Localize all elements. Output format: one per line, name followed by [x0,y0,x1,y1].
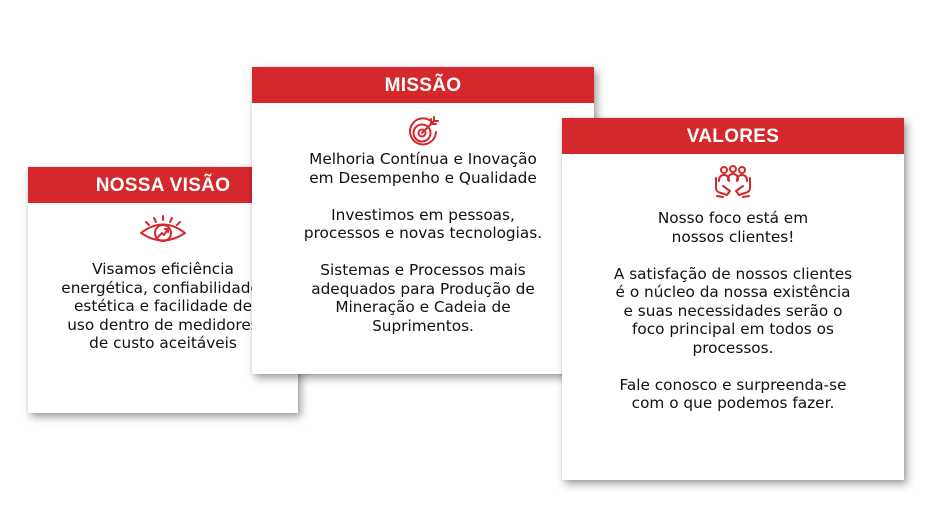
mission-paragraph: Investimos em pessoas, processos e novas… [303,205,543,243]
people-hands-icon [715,165,751,198]
vision-card-text: Visamos eficiência energética, confiabil… [28,260,298,353]
values-card-text: Nosso foco está em nossos clientes! A sa… [562,209,904,413]
values-card: VALORES Nosso foco está em nossos client… [562,118,904,480]
mission-card-text: Melhoria Contínua e Inovação em Desempen… [252,150,594,335]
vision-paragraph: Visamos eficiência energética, confiabil… [61,260,265,352]
values-paragraph: A satisfação de nossos clientes é o núcl… [613,264,853,357]
values-card-title: VALORES [562,118,904,154]
eye-growth-icon [140,215,186,242]
values-paragraph: Nosso foco está em nossos clientes! [657,209,809,246]
mission-card-title: MISSÃO [252,67,594,103]
target-icon [409,116,439,146]
mission-paragraph: Sistemas e Processos mais adequados para… [311,261,535,335]
mission-card: MISSÃO Melhoria Contínua e Inovação em D… [252,67,594,374]
mission-paragraph: Melhoria Contínua e Inovação em Desempen… [309,150,537,187]
values-paragraph: Fale conosco e surpreenda-se com o que p… [619,375,847,413]
